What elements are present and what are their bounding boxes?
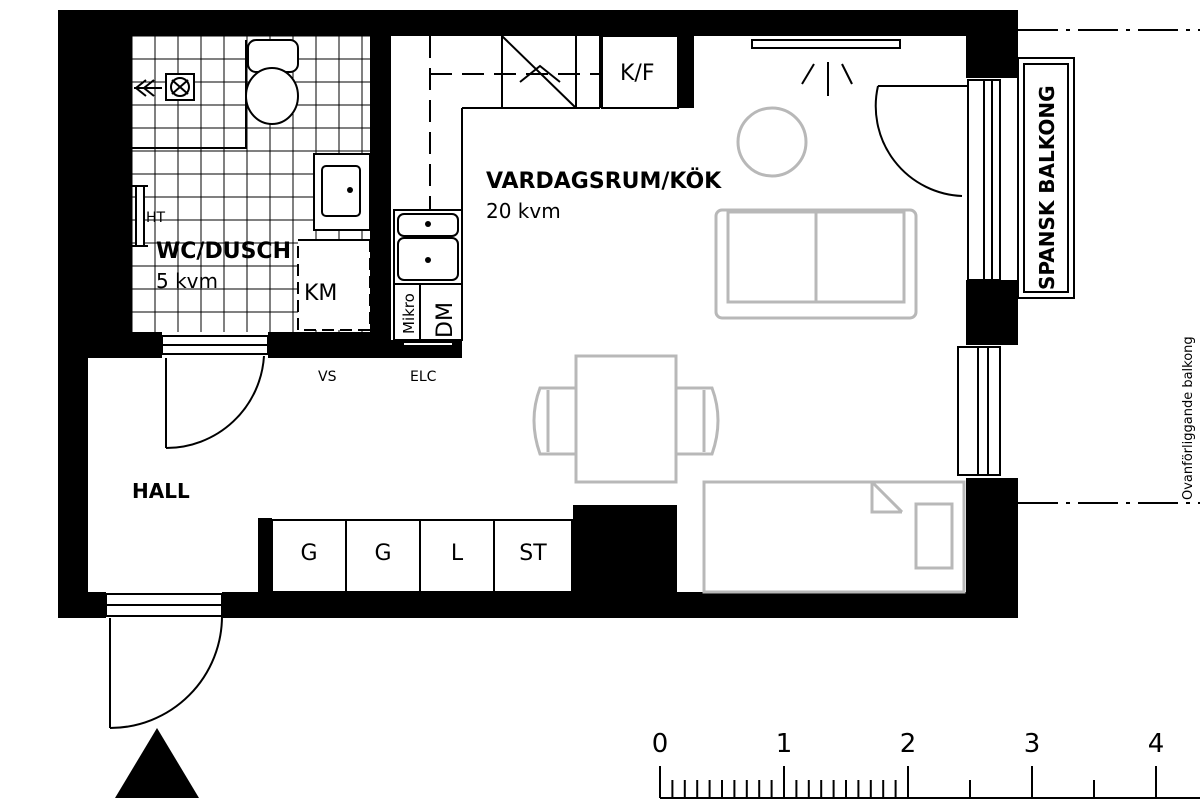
fridge-freezer: [601, 35, 679, 109]
vs-label: VS: [318, 369, 337, 385]
scale-tick-label: 0: [652, 729, 669, 759]
north-arrow-icon: [115, 728, 199, 798]
windows: [105, 79, 1001, 617]
balcony-label: SPANSK BALKONG: [1035, 85, 1059, 290]
ceiling-lamp-icon: [751, 39, 901, 96]
doors: [109, 85, 968, 729]
wardrobe-label: ST: [519, 541, 547, 566]
toilet-bowl: [245, 67, 299, 125]
ht-label: HT: [146, 210, 166, 226]
dining-table: [574, 354, 678, 484]
dm-label: DM: [433, 302, 458, 338]
mikro-label: Mikro: [400, 293, 418, 334]
bath-room-area: 5 kvm: [156, 269, 218, 293]
living-room-name: VARDAGSRUM/KÖK: [486, 168, 722, 194]
scale-tick-label: 4: [1148, 729, 1165, 759]
microwave: [393, 283, 421, 341]
scale-bar: 0 1 2 3 4: [652, 729, 1200, 799]
bed: [702, 480, 966, 594]
washing-machine: [297, 239, 371, 331]
scale-tick-label: 3: [1024, 729, 1041, 759]
wardrobe-label: L: [451, 541, 464, 566]
above-balcony-label: Ovanförliggande balkong: [1181, 336, 1196, 500]
km-label: KM: [304, 281, 337, 306]
living-room-area: 20 kvm: [486, 199, 561, 223]
round-table: [736, 106, 808, 178]
scale-tick-label: 1: [776, 729, 793, 759]
walls: [58, 10, 1018, 618]
wardrobes: G G L ST: [271, 519, 573, 593]
bathroom-fixtures: HT KM: [132, 39, 371, 331]
above-balcony-outline: [1018, 29, 1200, 504]
french-balcony: SPANSK BALKONG: [1017, 57, 1075, 299]
wardrobe-label: G: [300, 541, 317, 566]
elc-label: ELC: [410, 369, 437, 385]
bath-room-name: WC/DUSCH: [156, 239, 291, 264]
dishwasher: [419, 283, 463, 341]
furniture: [532, 106, 966, 594]
kf-label: K/F: [620, 61, 655, 86]
shower-arrow-icon: [134, 79, 162, 97]
dining-chair-right: [676, 386, 720, 456]
sofa: [714, 208, 918, 320]
hall-room-name: HALL: [132, 479, 190, 503]
towel-heater: [132, 185, 148, 247]
dining-chair-left: [532, 386, 576, 456]
scale-tick-label: 2: [900, 729, 917, 759]
wardrobe-label: G: [374, 541, 391, 566]
floor-drain-icon: [165, 73, 195, 101]
kitchen: K/F Mikro DM: [389, 35, 679, 345]
